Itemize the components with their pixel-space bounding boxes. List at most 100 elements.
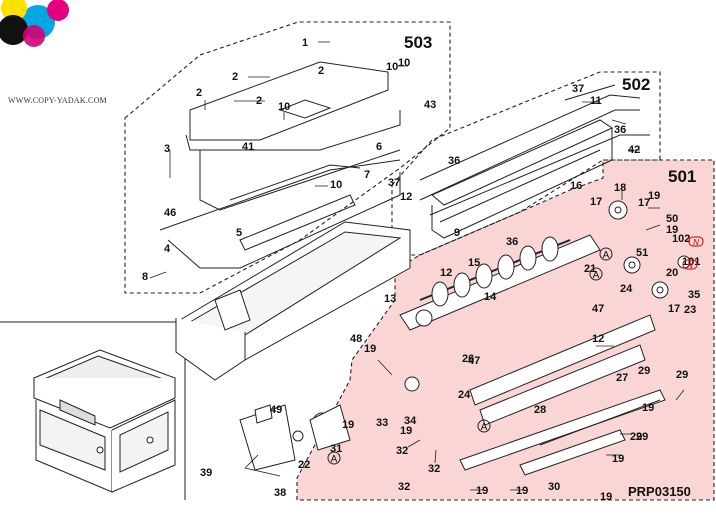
callout-39: 39 <box>200 467 212 479</box>
callout-19: 19 <box>666 224 678 236</box>
callout-32: 32 <box>396 445 408 457</box>
callout-50: 50 <box>666 213 678 225</box>
callout-46: 46 <box>164 207 176 219</box>
callout-19: 19 <box>648 190 660 202</box>
callout-12: 12 <box>592 333 604 345</box>
callout-24: 24 <box>458 389 471 401</box>
callout-5: 5 <box>236 227 242 239</box>
callout-35: 35 <box>688 289 700 301</box>
callout-43: 43 <box>424 99 436 111</box>
callout-37: 37 <box>572 83 584 95</box>
callout-32: 32 <box>398 481 410 493</box>
group-label-501: 501 <box>668 167 696 186</box>
group-label-503: 503 <box>404 33 432 52</box>
callout-47: 47 <box>592 303 604 315</box>
callout-29: 29 <box>636 431 648 443</box>
callout-13: 13 <box>384 293 396 305</box>
callout-19: 19 <box>600 491 612 503</box>
svg-text:A: A <box>331 454 338 465</box>
callout-41: 41 <box>242 141 254 153</box>
callout-11: 11 <box>590 95 602 107</box>
callout-14: 14 <box>484 291 497 303</box>
callout-10: 10 <box>278 101 290 113</box>
callout-21: 21 <box>584 263 596 275</box>
callout-28: 28 <box>534 404 546 416</box>
badge-A: A <box>327 451 341 465</box>
callout-10: 10 <box>398 57 410 69</box>
callout-20: 20 <box>666 267 678 279</box>
toner-cartridge <box>175 221 411 381</box>
callout-19: 19 <box>342 419 354 431</box>
callout-10: 10 <box>330 179 342 191</box>
logo-magenta-dot <box>47 0 69 21</box>
callout-102: 102 <box>672 233 690 245</box>
callout-42: 42 <box>628 144 640 156</box>
callout-18: 18 <box>614 182 626 194</box>
diagram-code: PRP03150 <box>628 484 691 499</box>
callout-29: 29 <box>638 365 650 377</box>
callout-38: 38 <box>274 487 286 499</box>
callout-1: 1 <box>302 37 308 49</box>
auger-screw <box>419 236 571 307</box>
callout-2: 2 <box>256 95 262 107</box>
logo-magenta-dot-small <box>23 25 45 47</box>
callout-8: 8 <box>142 271 148 283</box>
callout-19: 19 <box>364 343 376 355</box>
callout-17: 17 <box>590 196 602 208</box>
callout-19: 19 <box>642 402 654 414</box>
callout-101: 101 <box>682 256 700 268</box>
callout-30: 30 <box>548 481 560 493</box>
callout-36: 36 <box>448 155 460 167</box>
logo-black-dot <box>0 15 28 45</box>
callout-15: 15 <box>468 257 480 269</box>
copier-thumbnail <box>32 349 177 493</box>
callout-36: 36 <box>614 124 626 136</box>
callout-7: 7 <box>364 169 370 181</box>
frame-lower <box>239 404 351 471</box>
callout-4: 4 <box>164 243 171 255</box>
callout-6: 6 <box>376 141 382 153</box>
callout-16: 16 <box>570 180 582 192</box>
callout-24: 24 <box>620 283 633 295</box>
callout-36: 36 <box>506 236 518 248</box>
badge-N: N <box>688 236 704 247</box>
logo-yellow-dot <box>1 0 27 21</box>
svg-text:N: N <box>693 238 699 247</box>
svg-text:A: A <box>593 270 600 281</box>
callout-2: 2 <box>232 71 238 83</box>
callout-29: 29 <box>630 431 642 443</box>
callout-9: 9 <box>454 227 460 239</box>
callout-51: 51 <box>636 247 648 259</box>
callout-29: 29 <box>676 369 688 381</box>
callout-labels: 1222234567810101010414346111236363737429… <box>142 37 700 503</box>
callout-2: 2 <box>196 87 202 99</box>
logo <box>0 0 69 47</box>
callout-3: 3 <box>164 143 170 155</box>
callout-34: 34 <box>404 415 417 427</box>
callout-47: 47 <box>468 355 480 367</box>
rail-assembly-502 <box>419 84 650 239</box>
callout-12: 12 <box>440 267 452 279</box>
callout-19: 19 <box>476 485 488 497</box>
badge-A: A <box>477 419 491 433</box>
callout-2: 2 <box>318 65 324 77</box>
callout-37: 37 <box>388 177 400 189</box>
callout-33: 33 <box>376 417 388 429</box>
callout-23: 23 <box>684 304 696 316</box>
callout-19: 19 <box>612 453 624 465</box>
callout-10: 10 <box>386 61 398 73</box>
site-watermark: WWW.COPY-YADAK.COM <box>8 96 107 105</box>
callout-12: 12 <box>400 191 412 203</box>
callout-22: 22 <box>298 459 310 471</box>
callout-49: 49 <box>270 404 282 416</box>
callout-26: 26 <box>462 353 474 365</box>
svg-text:A: A <box>481 422 488 433</box>
callout-32: 32 <box>428 463 440 475</box>
callout-19: 19 <box>400 425 412 437</box>
group-label-502: 502 <box>622 75 650 94</box>
leader-lines <box>149 41 685 491</box>
svg-text:N: N <box>687 261 693 270</box>
callout-19: 19 <box>516 485 528 497</box>
